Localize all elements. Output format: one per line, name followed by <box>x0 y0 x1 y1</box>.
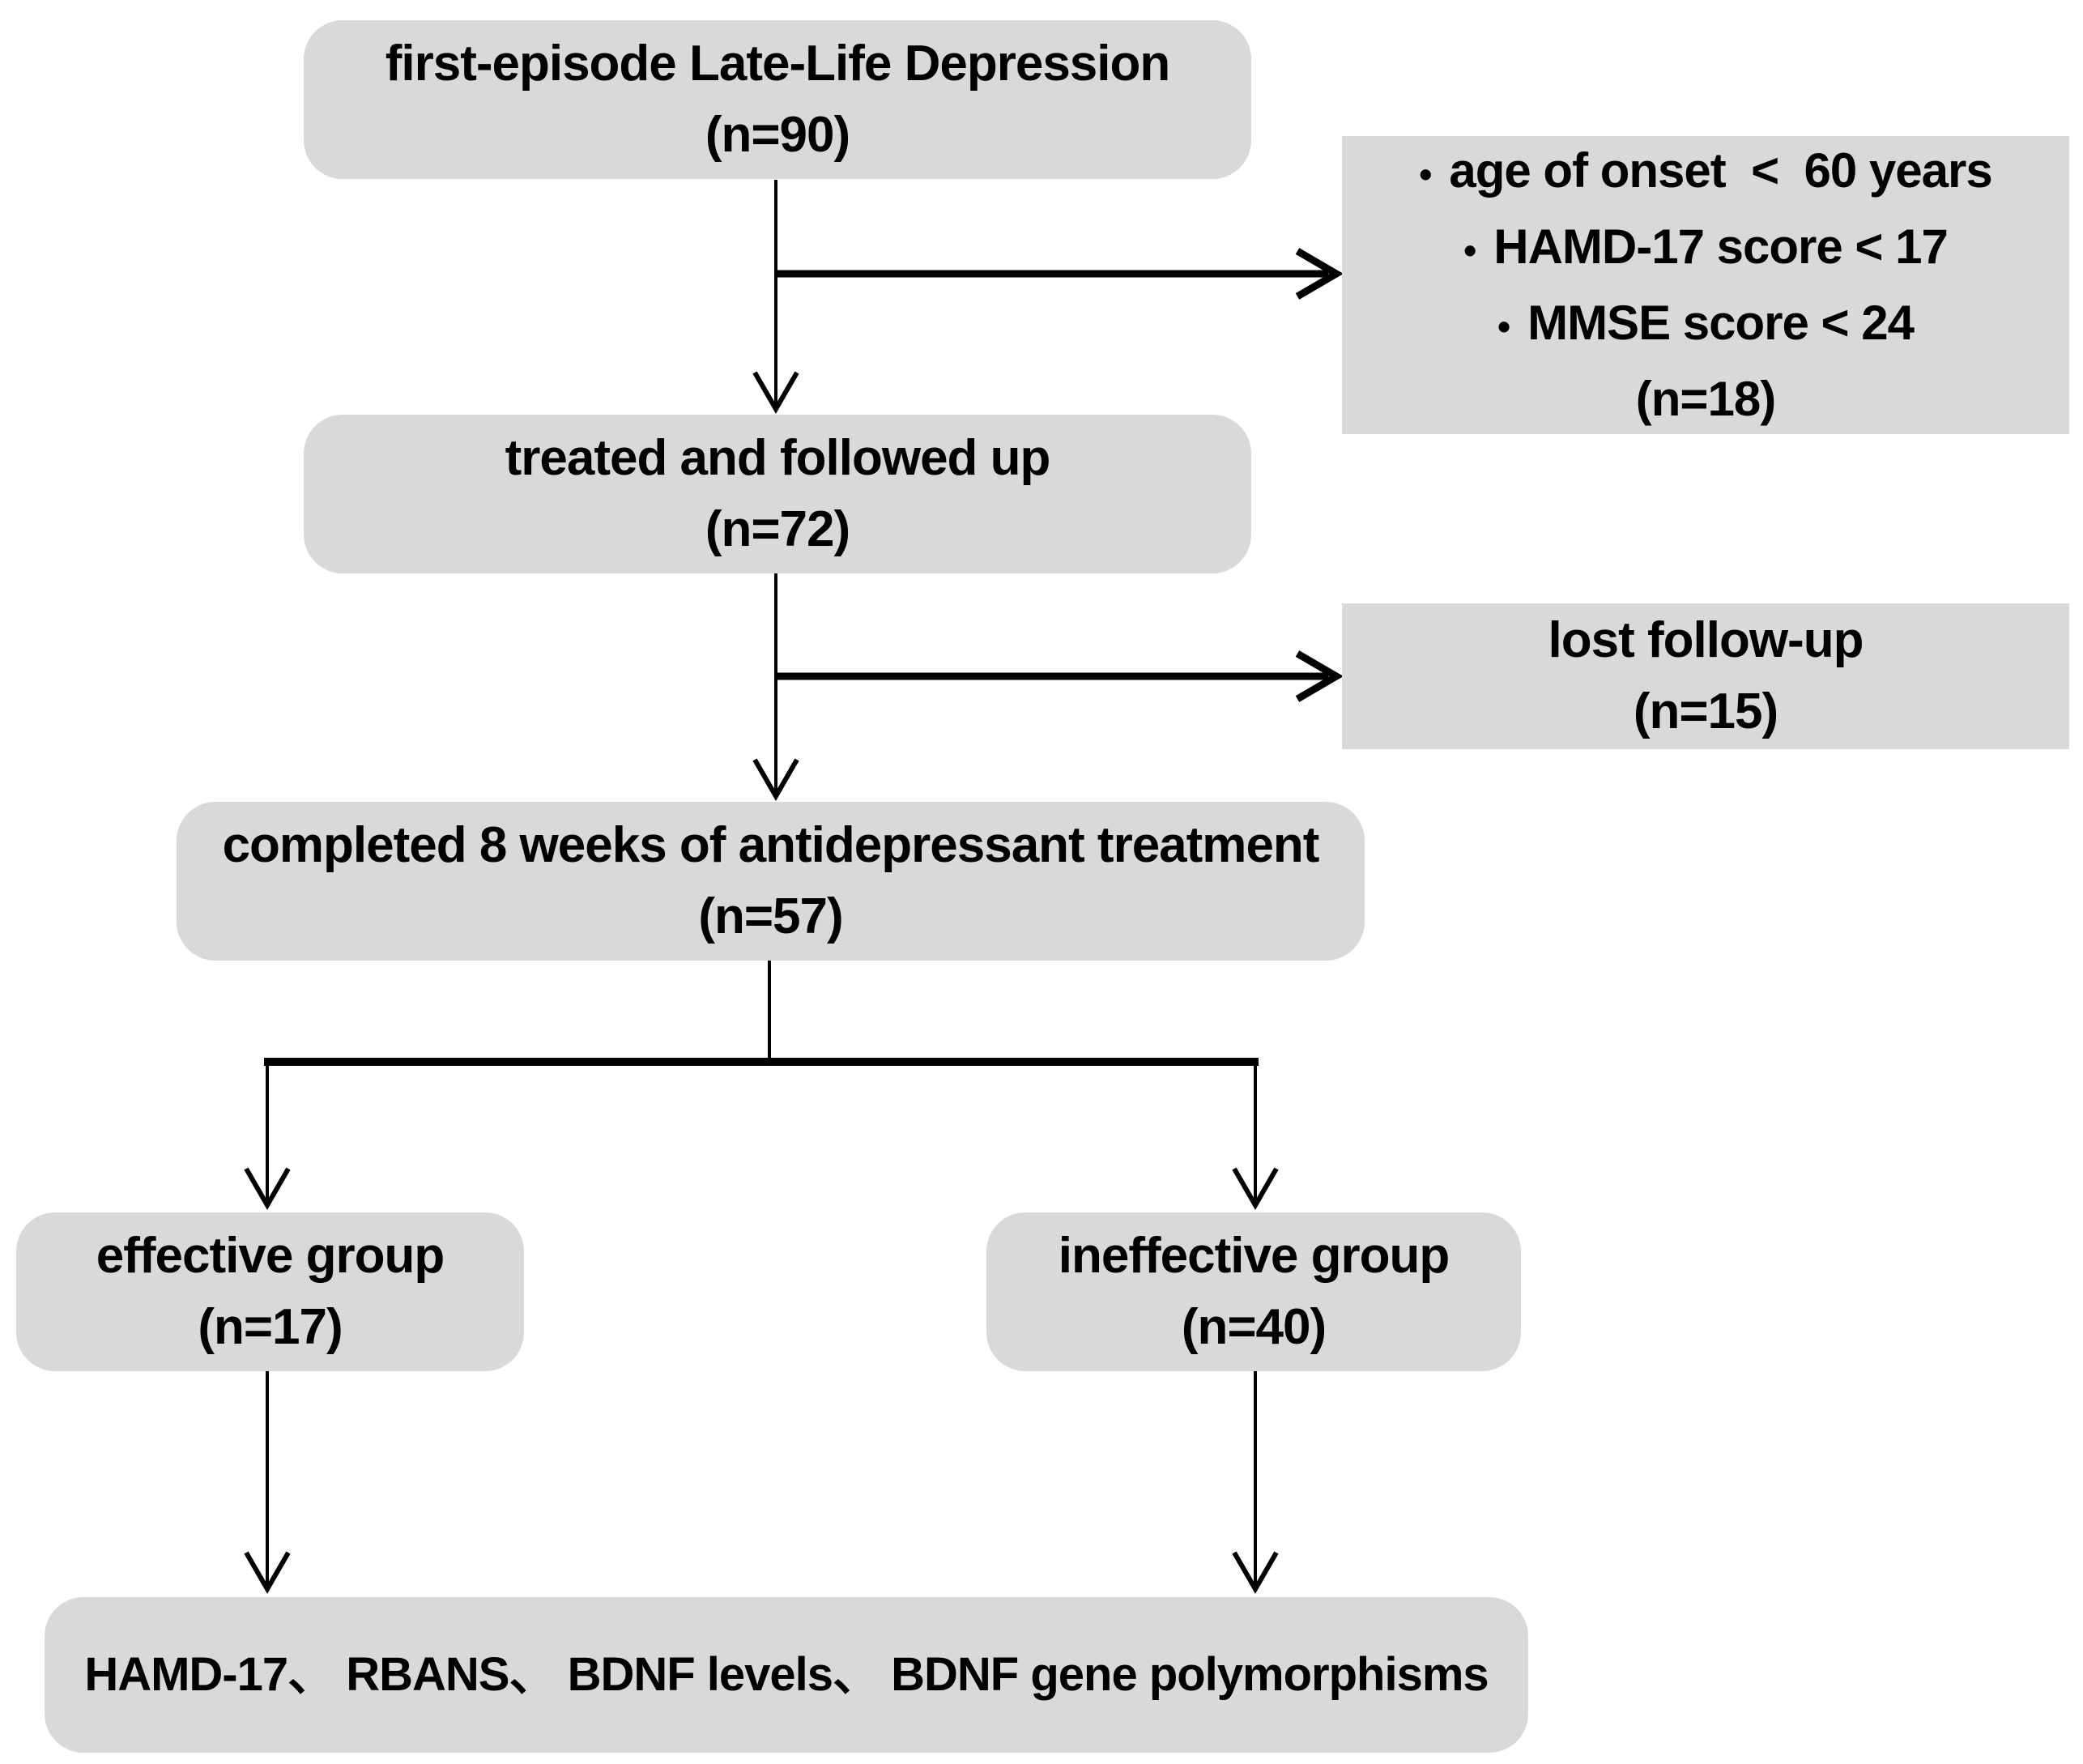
ineffective-count: (n=40) <box>1181 1299 1327 1355</box>
excluded-item-text: HAMD-17 score < 17 <box>1493 219 1949 274</box>
arrowhead-branch-to-excluded <box>1295 248 1344 300</box>
box-excluded: • age of onset < 60 years • HAMD-17 scor… <box>1342 136 2069 434</box>
bullet-icon: • <box>1419 153 1432 195</box>
excluded-item: • age of onset < 60 years <box>1419 134 1992 211</box>
arrowhead-enrolled-to-treated <box>752 371 799 414</box>
arrowhead-split-to-ineffective <box>1232 1167 1279 1210</box>
effective-count: (n=17) <box>198 1299 343 1355</box>
completed-count: (n=57) <box>698 888 843 944</box>
arrowhead-split-to-effective <box>244 1167 291 1210</box>
lost-title: lost follow-up <box>1548 612 1864 668</box>
arrowhead-branch-to-lost <box>1295 650 1344 702</box>
box-lost-follow-up: lost follow-up (n=15) <box>1342 603 2069 749</box>
box-treated: treated and followed up (n=72) <box>304 415 1251 573</box>
bullet-icon: • <box>1463 229 1476 271</box>
outcomes-title: HAMD-17、 RBANS、 BDNF levels、 BDNF gene p… <box>84 1648 1489 1701</box>
excluded-item-text: MMSE score < 24 <box>1527 296 1915 350</box>
box-outcome-measures: HAMD-17、 RBANS、 BDNF levels、 BDNF gene p… <box>45 1597 1528 1753</box>
bullet-icon: • <box>1497 305 1510 347</box>
arrowhead-effective-to-outcomes <box>244 1551 291 1594</box>
completed-title: completed 8 weeks of antidepressant trea… <box>222 817 1320 873</box>
arrowhead-ineffective-to-outcomes <box>1232 1551 1279 1594</box>
excluded-item: • MMSE score < 24 <box>1497 287 1915 363</box>
box-effective-group: effective group (n=17) <box>16 1212 524 1371</box>
box-enrolled: first-episode Late-Life Depression (n=90… <box>304 20 1251 179</box>
arrowhead-treated-to-completed <box>752 758 799 801</box>
enrolled-count: (n=90) <box>705 107 850 163</box>
excluded-item-text: age of onset < 60 years <box>1449 143 1992 198</box>
treated-count: (n=72) <box>705 501 850 557</box>
box-completed-treatment: completed 8 weeks of antidepressant trea… <box>177 802 1365 961</box>
lost-count: (n=15) <box>1633 684 1778 739</box>
effective-title: effective group <box>96 1228 445 1284</box>
excluded-count: (n=18) <box>1635 372 1776 426</box>
excluded-item: • HAMD-17 score < 17 <box>1463 211 1949 287</box>
treated-title: treated and followed up <box>505 430 1051 486</box>
enrolled-title: first-episode Late-Life Depression <box>385 36 1171 92</box>
box-ineffective-group: ineffective group (n=40) <box>986 1212 1521 1371</box>
ineffective-title: ineffective group <box>1058 1228 1450 1284</box>
